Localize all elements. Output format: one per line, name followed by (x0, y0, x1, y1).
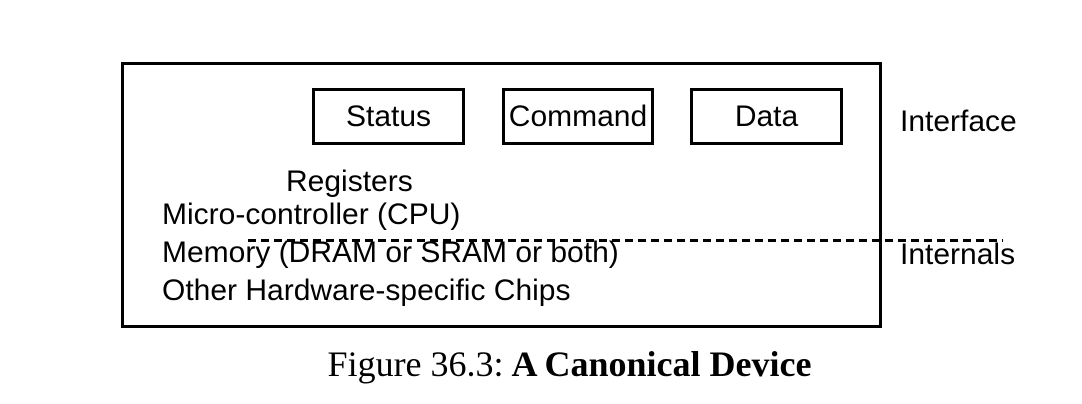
interface-side-label: Interface (900, 105, 1017, 138)
internals-line-microcontroller: Micro-controller (CPU) (162, 198, 461, 231)
figure-caption: Figure 36.3:A Canonical Device (121, 342, 1018, 386)
internals-line-memory: Memory (DRAM or SRAM or both) (162, 236, 619, 269)
internals-side-label: Internals (900, 238, 1016, 271)
status-register-label: Status (345, 99, 432, 133)
figure-caption-number: Figure 36.3: (327, 344, 504, 384)
status-register-box: Status (312, 88, 465, 145)
data-register-box: Data (690, 88, 843, 145)
registers-label: Registers (286, 165, 413, 198)
figure-caption-title: A Canonical Device (511, 344, 812, 384)
internals-line-other-chips: Other Hardware-specific Chips (162, 274, 571, 307)
data-register-label: Data (734, 99, 799, 133)
interface-internals-divider (248, 239, 1003, 242)
internals-list: Micro-controller (CPU) Memory (DRAM or S… (162, 196, 619, 310)
command-register-label: Command (508, 99, 648, 133)
command-register-box: Command (502, 88, 654, 145)
